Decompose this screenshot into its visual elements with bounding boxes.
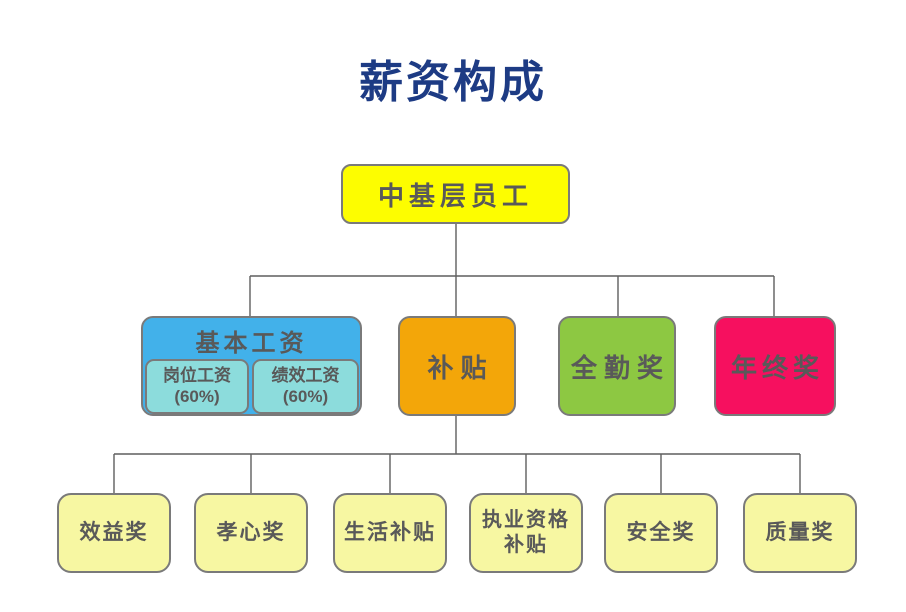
- benefit-award-label: 效益奖: [79, 520, 149, 544]
- node-subsidy: 补贴: [398, 316, 516, 416]
- node-quality-award: 质量奖: [743, 493, 857, 573]
- living-subsidy-label: 生活补贴: [344, 520, 436, 544]
- node-performance-salary: 绩效工资 (60%): [252, 359, 359, 414]
- safety-award-label: 安全奖: [626, 520, 696, 544]
- node-post-salary: 岗位工资 (60%): [145, 359, 249, 414]
- node-living-subsidy: 生活补贴: [333, 493, 447, 573]
- quality-award-label: 质量奖: [765, 520, 835, 544]
- node-benefit-award: 效益奖: [57, 493, 171, 573]
- node-year-end-award: 年终奖: [714, 316, 836, 416]
- diagram-title: 薪资构成: [359, 58, 547, 107]
- node-basic-salary-group: 基本工资 岗位工资 (60%) 绩效工资 (60%): [141, 316, 362, 416]
- node-root-employees: 中基层员工: [341, 164, 570, 224]
- node-basic-salary-label: 基本工资: [195, 330, 308, 357]
- performance-salary-line1: 绩效工资: [271, 366, 340, 386]
- professional-qualification-subsidy-line2: 补贴: [504, 534, 548, 556]
- professional-qualification-subsidy-line1: 执业资格: [482, 509, 570, 531]
- filial-piety-award-label: 孝心奖: [216, 520, 286, 544]
- node-filial-piety-award: 孝心奖: [194, 493, 308, 573]
- post-salary-line2: (60%): [174, 386, 220, 406]
- performance-salary-line2: (60%): [282, 386, 329, 406]
- node-professional-qualification-subsidy: 执业资格 补贴: [469, 493, 583, 573]
- post-salary-line1: 岗位工资: [163, 366, 231, 386]
- node-safety-award: 安全奖: [604, 493, 718, 573]
- node-full-attendance-award: 全勤奖: [558, 316, 676, 416]
